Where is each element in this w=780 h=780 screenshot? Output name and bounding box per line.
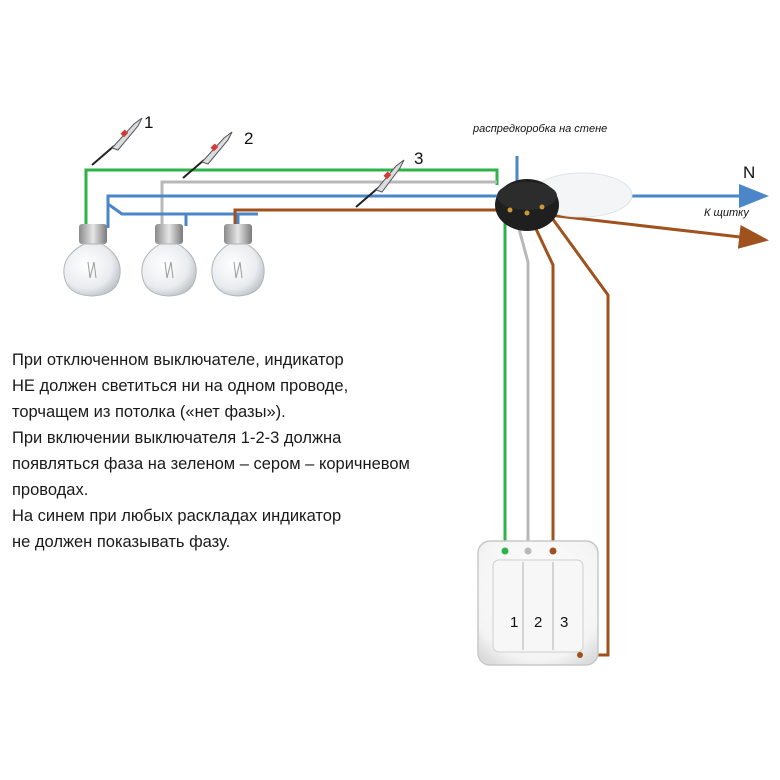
probe-1-label: 1 <box>144 113 153 132</box>
probe-2-label: 2 <box>244 129 253 148</box>
probe-1-screwdriver-icon <box>91 117 143 166</box>
blue-wire <box>106 156 769 228</box>
note-line: появляться фаза на зеленом – сером – кор… <box>12 455 410 473</box>
neutral-label: N <box>743 163 755 182</box>
switch-key-3-label: 3 <box>560 614 568 631</box>
bulb-3 <box>211 224 265 297</box>
green-wire <box>84 168 507 550</box>
note-line: При включении выключателя 1-2-3 должна <box>12 429 342 447</box>
terminal-brown <box>549 547 557 555</box>
triple-switch <box>477 540 599 666</box>
probe-3-screwdriver-icon <box>355 159 405 208</box>
terminal-brown-return <box>577 652 583 658</box>
switch-key-2[interactable] <box>525 563 551 649</box>
note-line: При отключенном выключателе, индикатор <box>12 351 344 369</box>
bulb-2 <box>141 224 197 297</box>
probe-2-screwdriver-icon <box>182 131 233 179</box>
switch-key-3[interactable] <box>555 563 581 649</box>
terminal-green <box>501 547 509 555</box>
note-line: не должен показывать фазу. <box>12 533 231 551</box>
junction-box <box>495 172 633 231</box>
note-line: торчащем из потолка («нет фазы»). <box>12 403 286 421</box>
bulb-1 <box>63 224 121 297</box>
note-line: НЕ должен светиться ни на одном проводе, <box>12 377 349 395</box>
switch-key-1-label: 1 <box>510 614 518 631</box>
to-panel-label: К щитку <box>704 207 750 219</box>
junction-box-label: распредкоробка на стене <box>472 123 607 135</box>
terminal-grey <box>524 547 532 555</box>
switch-key-2-label: 2 <box>534 614 542 631</box>
probe-3-label: 3 <box>414 149 423 168</box>
note-line: На синем при любых раскладах индикатор <box>12 507 342 525</box>
note-line: проводах. <box>12 481 89 499</box>
instruction-note: При отключенном выключателе, индикатор Н… <box>12 347 482 555</box>
switch-key-1[interactable] <box>496 563 522 649</box>
